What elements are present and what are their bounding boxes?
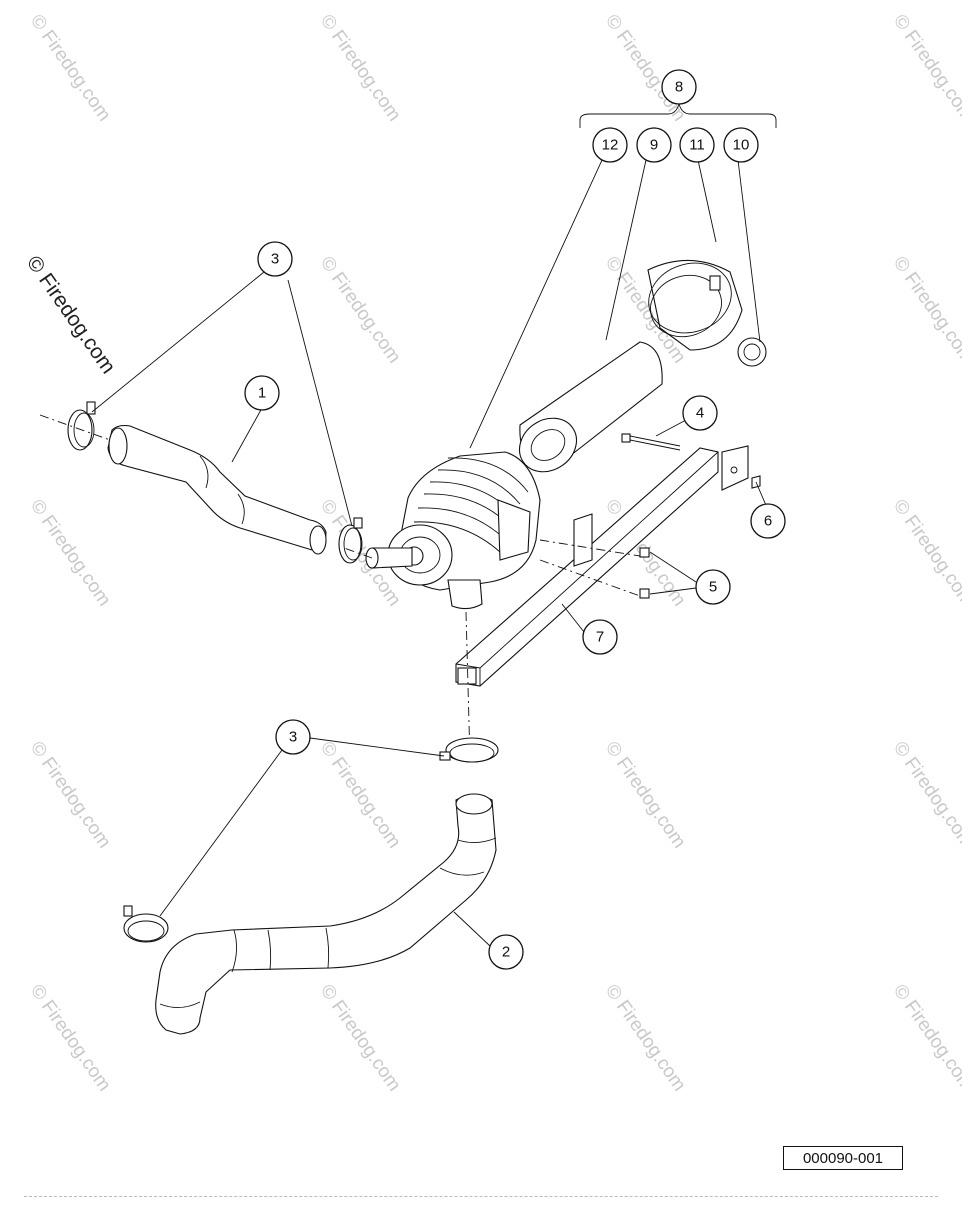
hose-clamp-lower-left xyxy=(123,905,169,943)
watermark: © Firedog.com xyxy=(316,253,405,367)
callout-10: 10 xyxy=(723,127,759,163)
intake-hose-1 xyxy=(107,424,327,555)
reference-code: 000090-001 xyxy=(783,1146,903,1170)
watermark: © Firedog.com xyxy=(316,981,405,1095)
bolt-4 xyxy=(621,433,681,451)
watermark: © Firedog.com xyxy=(316,738,405,852)
callout-label: 3 xyxy=(289,729,297,746)
callout-label: 2 xyxy=(502,944,510,961)
callout-7: 7 xyxy=(582,619,618,655)
watermark: © Firedog.com xyxy=(889,496,962,610)
callout-label: 11 xyxy=(689,137,705,154)
callout-11: 11 xyxy=(679,127,715,163)
watermark: © Firedog.com xyxy=(26,981,115,1095)
callout-label: 12 xyxy=(602,137,619,154)
hose-clamp-middle xyxy=(338,517,363,564)
callout-label: 1 xyxy=(258,385,266,402)
watermark: © Firedog.com xyxy=(889,738,962,852)
callout-1: 1 xyxy=(244,375,280,411)
bolts-5 xyxy=(639,547,650,599)
watermark: © Firedog.com xyxy=(889,981,962,1095)
callout-label: 5 xyxy=(709,579,717,596)
callout-label: 7 xyxy=(596,629,604,646)
watermark: © Firedog.com xyxy=(26,738,115,852)
mounting-bracket xyxy=(721,445,761,491)
callout-6: 6 xyxy=(750,503,786,539)
watermark: © Firedog.com xyxy=(889,253,962,367)
callout-label: 9 xyxy=(650,137,658,154)
callout-label: 8 xyxy=(675,79,683,96)
callout-12: 12 xyxy=(592,127,628,163)
watermark: © Firedog.com xyxy=(316,11,405,125)
callout-3-lower: 3 xyxy=(275,719,311,755)
copyright-watermark: © Firedog.com xyxy=(22,252,120,378)
callout-label: 3 xyxy=(271,251,279,268)
callout-4: 4 xyxy=(682,395,718,431)
leader-lines xyxy=(91,159,769,947)
callout-label: 4 xyxy=(696,405,704,422)
callout-9: 9 xyxy=(636,127,672,163)
watermark: © Firedog.com xyxy=(26,11,115,125)
watermark: © Firedog.com xyxy=(601,11,690,125)
footer-divider xyxy=(24,1196,938,1197)
vacuator-valve-10 xyxy=(737,337,767,367)
air-cleaner-housing-12 xyxy=(365,451,541,610)
watermark: © Firedog.com xyxy=(601,981,690,1095)
primary-filter-9 xyxy=(518,341,663,473)
crossbar-7 xyxy=(455,447,719,687)
callout-2: 2 xyxy=(488,934,524,970)
part-drawings xyxy=(39,102,777,1035)
housing-cover-11 xyxy=(647,259,743,351)
callout-label: 6 xyxy=(764,513,772,530)
callouts: 1 2 3 3 4 5 6 7 xyxy=(244,69,786,970)
watermark: © Firedog.com xyxy=(26,496,115,610)
hose-clamp-upper-left xyxy=(67,401,96,451)
watermark: © Firedog.com xyxy=(889,11,962,125)
hose-clamp-lower-right xyxy=(439,737,499,763)
callout-8: 8 xyxy=(661,69,697,105)
callout-5: 5 xyxy=(695,569,731,605)
callout-label: 10 xyxy=(733,137,750,154)
watermark: © Firedog.com xyxy=(601,738,690,852)
outlet-hose-2 xyxy=(155,793,497,1035)
callout-3-upper: 3 xyxy=(257,241,293,277)
